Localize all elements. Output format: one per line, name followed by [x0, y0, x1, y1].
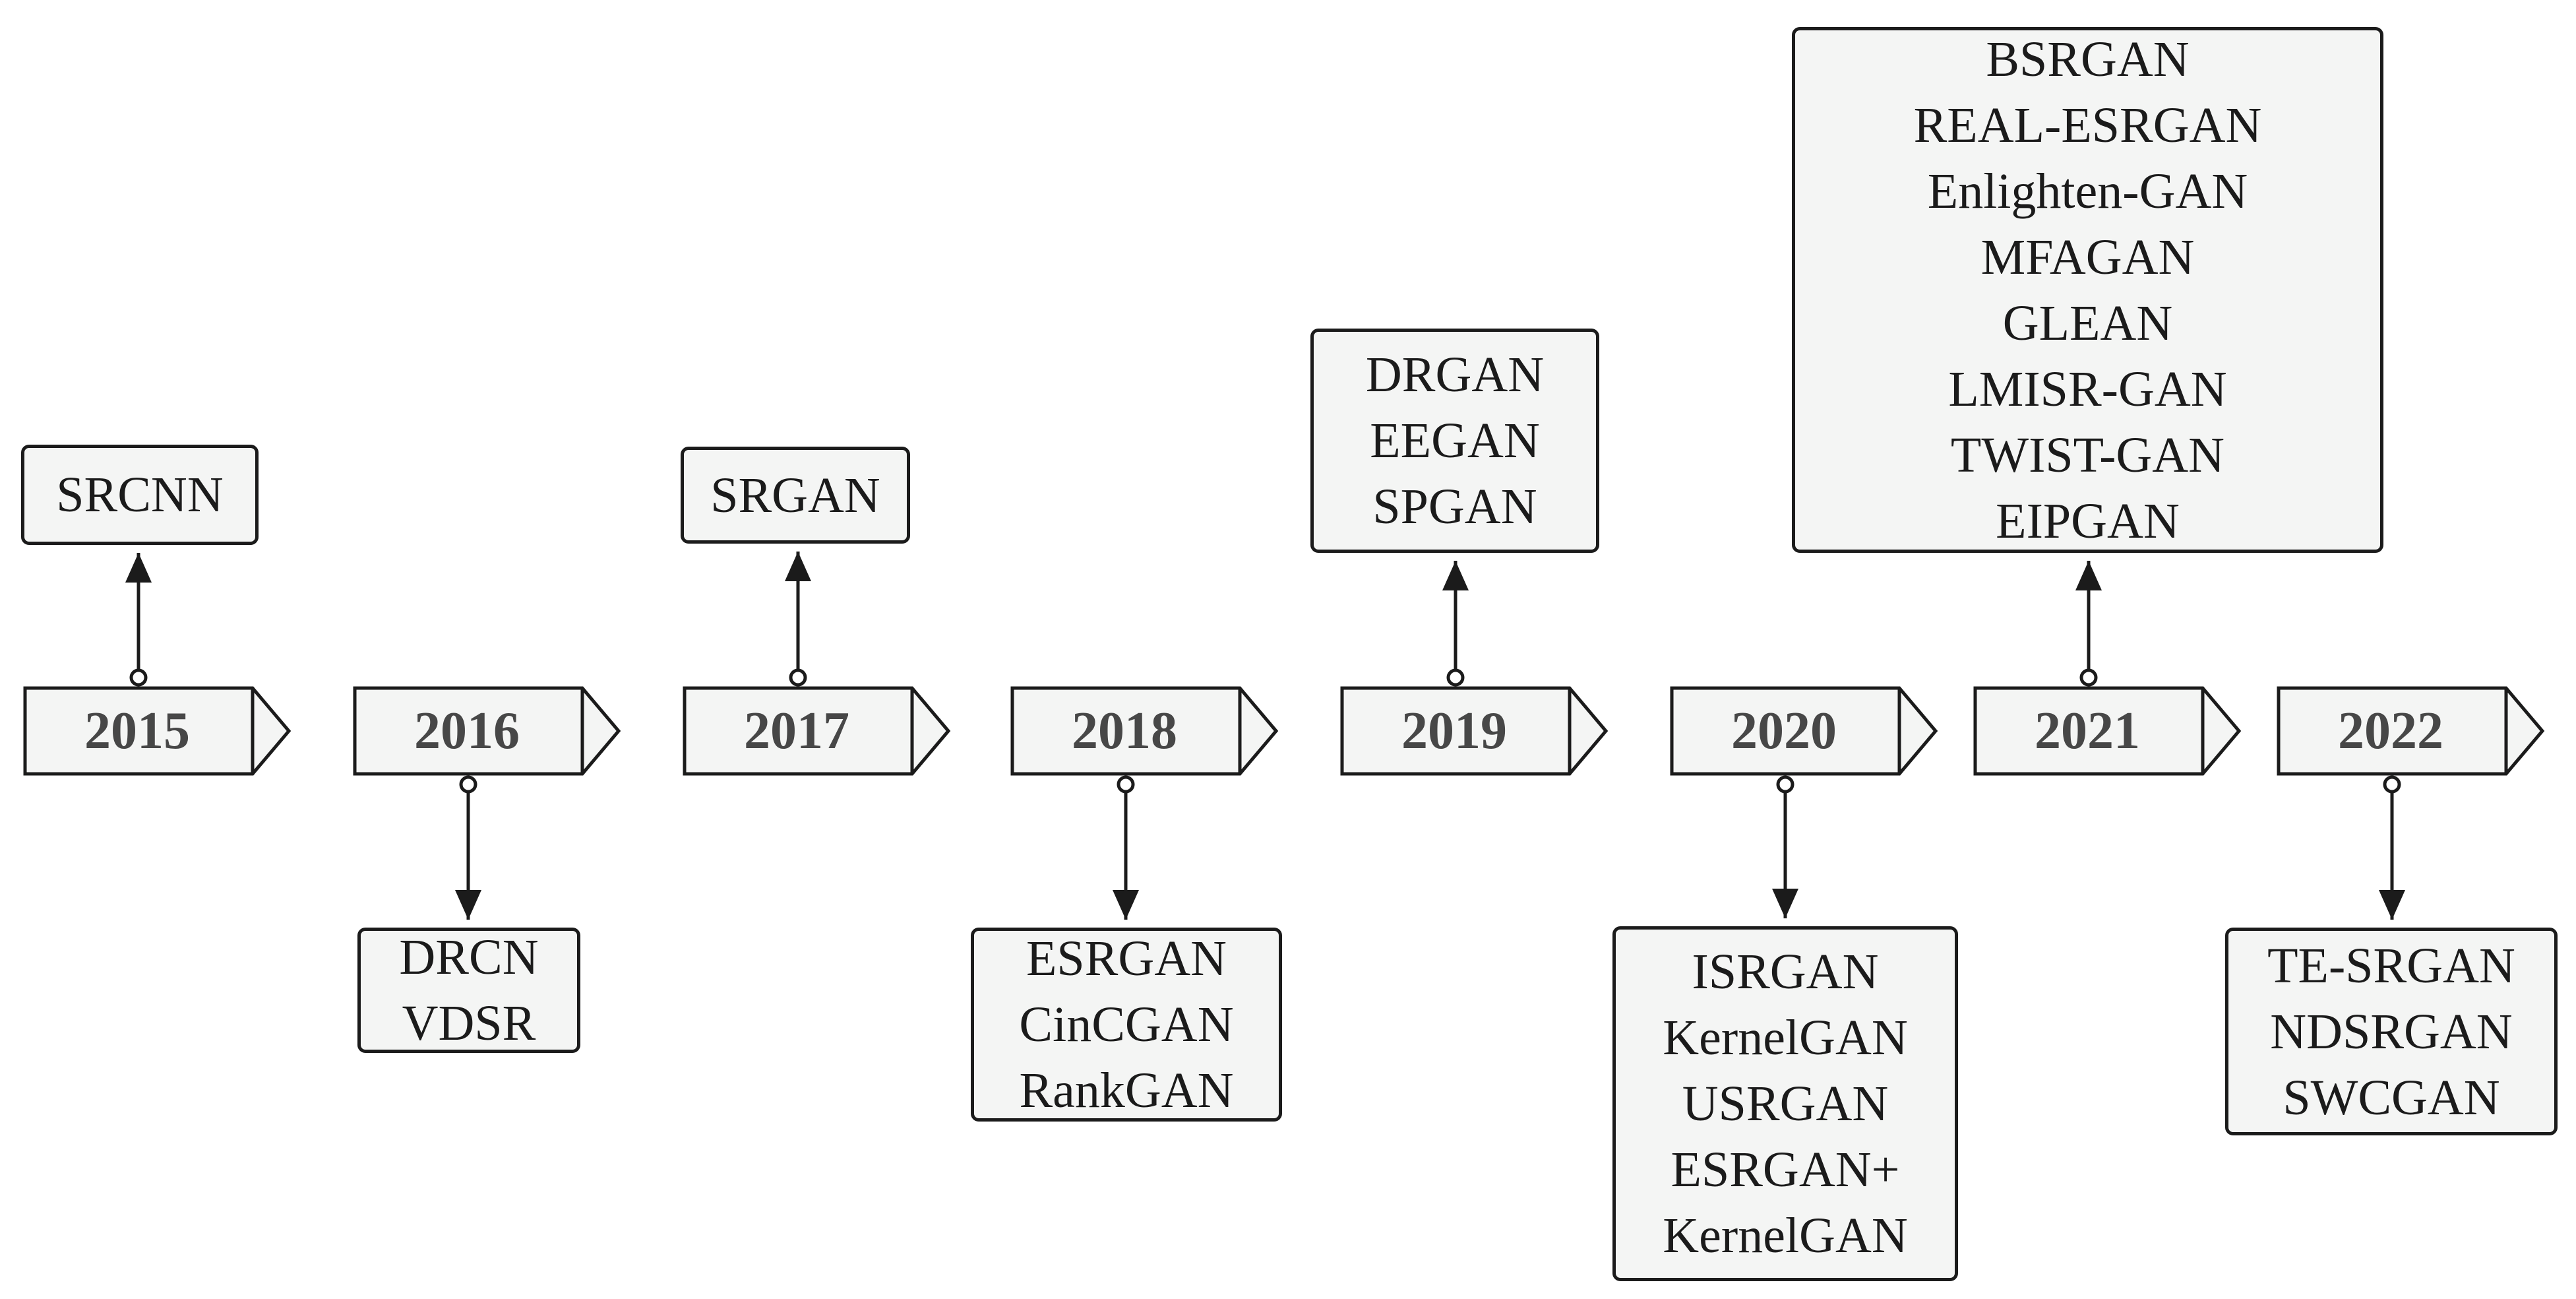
connector-dot-2016 [459, 775, 477, 794]
model-box-2019: DRGAN EEGAN SPGAN [1310, 329, 1599, 553]
model-name: SRCNN [56, 467, 224, 523]
model-name: LMISR-GAN [1948, 361, 2227, 417]
model-name: TE-SRGAN [2267, 937, 2515, 994]
year-tag-2022 [2277, 686, 2545, 776]
model-name: MFAGAN [1980, 229, 2195, 285]
year-tag-2019 [1340, 686, 1609, 776]
year-label-2021: 2021 [2035, 701, 2140, 760]
model-box-2016: DRCN VDSR [357, 928, 580, 1053]
connector-dot-2017 [789, 668, 807, 687]
model-name: TWIST-GAN [1950, 427, 2225, 483]
year-tag-2021 [1973, 686, 2242, 776]
year-label-2019: 2019 [1401, 701, 1507, 760]
model-name: NDSRGAN [2270, 1003, 2513, 1060]
connector-dot-2021 [2079, 668, 2098, 687]
year-label-2018: 2018 [1072, 701, 1177, 760]
model-box-2020: ISRGAN KernelGAN USRGAN ESRGAN+ KernelGAN [1612, 926, 1958, 1281]
model-name: KernelGAN [1663, 1208, 1908, 1263]
model-name: DRCN [399, 930, 539, 985]
model-name: DRGAN [1365, 347, 1545, 402]
model-name: SRGAN [710, 467, 880, 523]
connector-dot-2022 [2383, 775, 2401, 794]
model-name: ESRGAN+ [1671, 1142, 1900, 1197]
model-name: REAL-ESRGAN [1913, 97, 2262, 153]
year-tag-2016 [353, 686, 621, 776]
year-label-2022: 2022 [2338, 701, 2443, 760]
model-name: KernelGAN [1663, 1010, 1908, 1065]
model-name: ISRGAN [1692, 944, 1879, 999]
year-tag-2020 [1670, 686, 1938, 776]
model-name: Enlighten-GAN [1927, 163, 2248, 219]
connector-dot-2015 [129, 668, 148, 687]
model-name: BSRGAN [1986, 31, 2190, 87]
model-box-2018: ESRGAN CinCGAN RankGAN [971, 928, 1282, 1122]
connector-dot-2018 [1117, 775, 1135, 794]
model-box-2015: SRCNN [21, 445, 259, 545]
year-label-2016: 2016 [414, 701, 520, 760]
year-label-2020: 2020 [1731, 701, 1837, 760]
model-name: SWCGAN [2283, 1069, 2500, 1125]
year-tag-2015 [23, 686, 291, 776]
year-tag-2017 [683, 686, 951, 776]
model-name: GLEAN [2002, 295, 2173, 351]
model-name: USRGAN [1682, 1076, 1889, 1131]
connector-dot-2019 [1446, 668, 1465, 687]
year-label-2017: 2017 [744, 701, 849, 760]
model-name: RankGAN [1019, 1063, 1234, 1118]
model-name: ESRGAN [1026, 931, 1227, 986]
connector-dot-2020 [1776, 775, 1794, 794]
year-label-2015: 2015 [84, 701, 190, 760]
model-name: VDSR [402, 996, 536, 1051]
model-box-2021: BSRGAN REAL-ESRGAN Enlighten-GAN MFAGAN GLEA… [1792, 27, 2383, 553]
year-tag-2018 [1010, 686, 1279, 776]
model-name: CinCGAN [1019, 997, 1234, 1052]
model-box-2017: SRGAN [681, 447, 910, 544]
model-name: SPGAN [1372, 479, 1537, 534]
model-box-2022: TE-SRGAN NDSRGAN SWCGAN [2225, 928, 2558, 1135]
model-name: EEGAN [1370, 413, 1540, 468]
model-name: EIPGAN [1996, 493, 2180, 549]
